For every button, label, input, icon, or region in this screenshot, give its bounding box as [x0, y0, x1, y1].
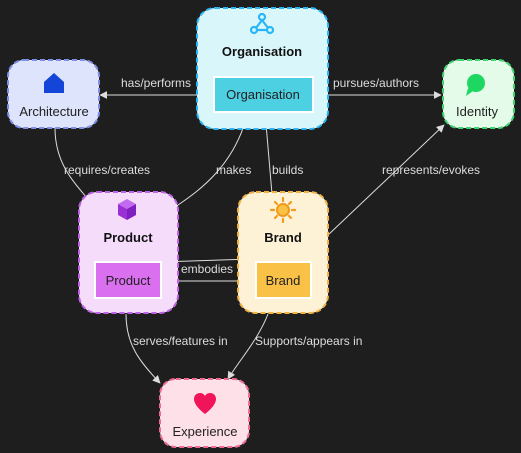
edge-label-has-performs: has/performs [121, 76, 191, 90]
hub-icon [249, 12, 275, 35]
node-organisation-title: Organisation [222, 44, 302, 59]
edges [54, 91, 445, 384]
cube-icon [118, 199, 136, 220]
edge-label-serves-features-in: serves/features in [133, 334, 228, 348]
edge-serves-features-in [125, 313, 161, 384]
edge-label-represents-evokes: represents/evokes [382, 163, 480, 177]
node-architecture[interactable]: Architecture [7, 59, 100, 129]
node-brand-inner-box[interactable] [255, 261, 312, 299]
house-icon [44, 73, 64, 93]
node-identity[interactable]: Identity [442, 59, 515, 129]
node-identity-label: Identity [456, 104, 498, 119]
edge-label-requires-creates: requires/creates [64, 163, 150, 177]
node-organisation[interactable]: Organisation Organisation [196, 7, 329, 130]
node-product[interactable]: Product Product [78, 191, 179, 314]
node-brand[interactable]: Brand Brand [237, 191, 329, 314]
node-experience[interactable]: Experience [159, 378, 250, 448]
chat-bubble-icon [466, 74, 485, 96]
node-architecture-label: Architecture [19, 104, 88, 119]
node-product-inner-label: Product [106, 273, 151, 288]
node-organisation-inner-label: Organisation [226, 87, 300, 102]
node-experience-label: Experience [172, 424, 237, 439]
node-brand-inner-label: Brand [266, 273, 301, 288]
edge-label-supports-appears-in: Supports/appears in [255, 334, 362, 348]
node-architecture-frame [7, 59, 100, 129]
heart-icon [194, 393, 216, 414]
edge-labels: has/performs pursues/authors requires/cr… [64, 76, 480, 348]
edge-label-embodies: embodies [181, 262, 233, 276]
node-product-title: Product [103, 230, 153, 245]
edge-label-pursues-authors: pursues/authors [333, 76, 419, 90]
sun-icon [269, 196, 297, 224]
node-organisation-inner-box[interactable] [213, 76, 314, 113]
edge-label-makes: makes [216, 163, 251, 177]
edge-represents-evokes [326, 124, 445, 237]
edge-label-builds: builds [272, 163, 303, 177]
node-identity-frame [442, 59, 515, 129]
node-brand-title: Brand [264, 230, 302, 245]
node-product-inner-box[interactable] [94, 261, 162, 299]
edge-supports-appears-in [227, 313, 269, 380]
